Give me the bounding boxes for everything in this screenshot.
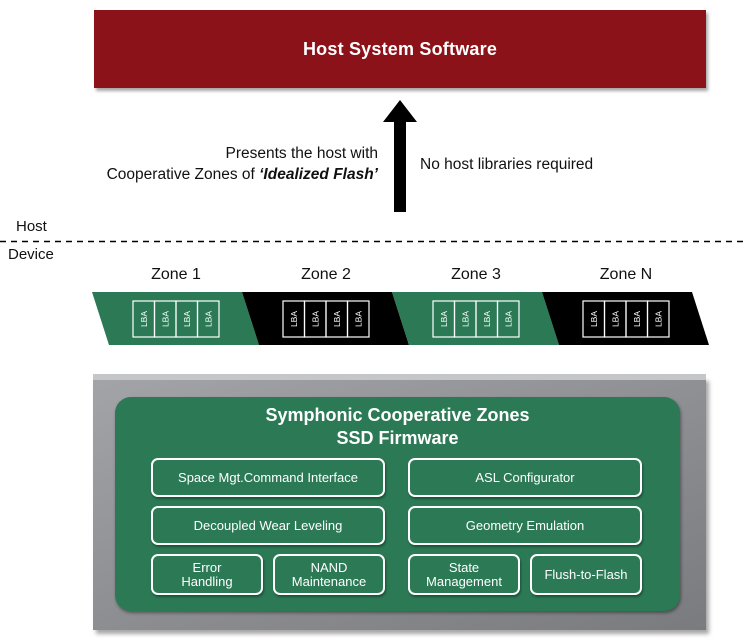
lba-label: LBA (182, 311, 192, 327)
zone-title-n: Zone N (599, 266, 653, 283)
firmware-title: Symphonic Cooperative Zones SSD Firmware (115, 404, 680, 450)
zone-title-3: Zone 3 (451, 266, 501, 283)
zone-band: LBA LBA LBA LBA LBA LBA LBA LBA LBA LBA LBA LBA LBA L… (92, 292, 709, 345)
geometry-emulation-label: Geometry Emulation (465, 517, 585, 533)
lba-label: LBA (203, 311, 213, 327)
lba-label: LBA (632, 311, 642, 327)
asl-configurator-label: ASL Configurator (475, 469, 575, 485)
host-device-divider (0, 240, 747, 243)
host-system-software-box: Host System Software (94, 10, 706, 88)
upward-arrow (383, 100, 417, 212)
flush-to-flash-module: Flush-to-Flash (530, 554, 642, 595)
zone-title-1: Zone 1 (151, 266, 201, 283)
lba-label: LBA (460, 311, 470, 327)
asl-configurator-module: ASL Configurator (408, 458, 642, 497)
lba-label: LBA (439, 311, 449, 327)
lba-label: LBA (610, 311, 620, 327)
nand-maintenance-line1: NAND (310, 559, 348, 575)
wear-leveling-label: Decoupled Wear Leveling (193, 517, 343, 533)
no-host-libraries-text: No host libraries required (420, 156, 594, 173)
zone-title-2: Zone 2 (301, 266, 351, 283)
lba-label: LBA (482, 311, 492, 327)
lba-label: LBA (310, 311, 320, 327)
lba-cell (496, 300, 520, 338)
lba-label: LBA (503, 311, 513, 327)
error-handling-line2: Handling (181, 573, 233, 589)
lba-cell (196, 300, 220, 338)
host-system-software-label: Host System Software (302, 38, 498, 59)
lba-label: LBA (589, 311, 599, 327)
lba-cell (346, 300, 370, 338)
presents-line2: Cooperative Zones of ‘Idealized Flash’ (107, 164, 378, 185)
lba-label: LBA (160, 311, 170, 327)
presents-text: Presents the host with Cooperative Zones… (107, 143, 378, 185)
state-management-line2: Management (426, 573, 502, 589)
device-label: Device (8, 246, 54, 263)
lba-label: LBA (289, 311, 299, 327)
geometry-emulation-module: Geometry Emulation (408, 506, 642, 545)
idealized-flash-emphasis: ‘Idealized Flash’ (259, 166, 378, 183)
presents-line2-prefix: Cooperative Zones of (106, 166, 260, 183)
host-label: Host (16, 218, 47, 235)
presents-line1: Presents the host with (225, 145, 379, 162)
space-mgt-label: Space Mgt.Command Interface (178, 469, 358, 485)
firmware-title-line1: Symphonic Cooperative Zones (265, 405, 530, 425)
lba-cell (646, 300, 670, 338)
state-management-line1: State (448, 559, 480, 575)
lba-label: LBA (139, 311, 149, 327)
firmware-title-line2: SSD Firmware (336, 428, 459, 448)
lba-label: LBA (332, 311, 342, 327)
lba-label: LBA (653, 311, 663, 327)
device-chassis-top (93, 374, 706, 380)
flush-to-flash-label: Flush-to-Flash (544, 566, 628, 582)
lba-label: LBA (353, 311, 363, 327)
nand-maintenance-line2: Maintenance (291, 573, 367, 589)
decoupled-wear-leveling-module: Decoupled Wear Leveling (151, 506, 385, 545)
error-handling-line1: Error (192, 559, 222, 575)
space-mgt-command-interface-module: Space Mgt.Command Interface (151, 458, 385, 497)
